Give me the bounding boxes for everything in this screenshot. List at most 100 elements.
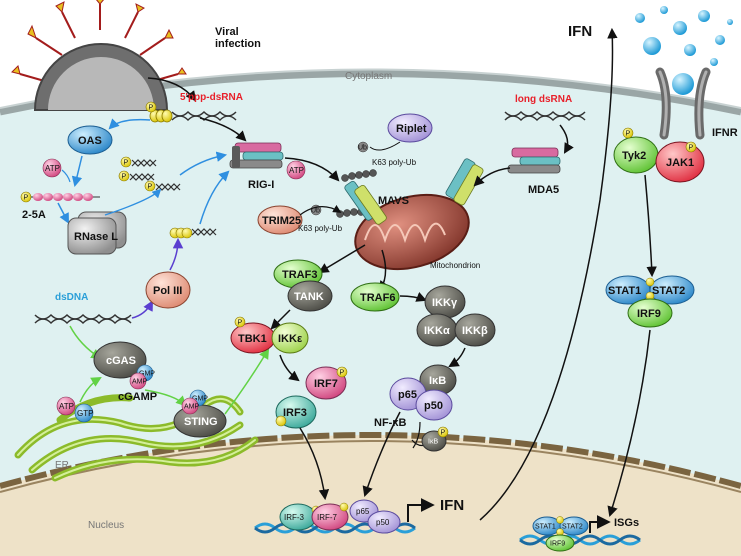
virus-particle xyxy=(11,0,187,111)
nuc-irf7-label: IRF-7 xyxy=(317,513,338,522)
ub-label-1: Ub xyxy=(358,145,367,152)
nuc-irf7 xyxy=(311,503,349,531)
ikkb-protein xyxy=(454,313,496,347)
nuc-irf9-label: IRF9 xyxy=(550,541,565,548)
tbk1-label: TBK1 xyxy=(238,333,267,345)
p-label-25a: P xyxy=(24,195,29,202)
jak1-label: JAK1 xyxy=(666,157,694,169)
isg-transcription-arrow xyxy=(589,515,611,533)
mavs-protein xyxy=(344,158,484,225)
two-five-a-label: 2-5A xyxy=(22,209,46,221)
viral-infection-line2: infection xyxy=(215,38,261,50)
nuc-p50 xyxy=(367,510,401,534)
atp-rig xyxy=(286,160,306,180)
ifn-receptor xyxy=(655,67,711,140)
trim25-protein xyxy=(257,205,303,235)
pol-iii-protein xyxy=(145,271,191,309)
atp-cgas-label: ATP xyxy=(59,402,74,411)
nuc-ifn-label: IFN xyxy=(440,497,464,514)
ikke-label: IKKε xyxy=(278,333,303,345)
nucleus-label: Nucleus xyxy=(88,520,124,531)
irf9-protein xyxy=(627,298,673,328)
trim25-label: TRIM25 xyxy=(262,215,301,227)
riplet-protein xyxy=(387,113,433,143)
rnase-l-label: RNase L xyxy=(74,231,118,243)
dsdna xyxy=(34,313,132,325)
k63-label-1: K63 poly-Ub xyxy=(372,158,417,167)
mavs-label: MAVS xyxy=(378,195,409,207)
atp-oas xyxy=(42,158,62,178)
gmp-label-1: GMP xyxy=(139,371,155,378)
rig-i-receptor xyxy=(229,142,284,169)
p-label-jak1: P xyxy=(689,145,694,152)
dsdna-label: dsDNA xyxy=(55,292,88,303)
traf3-label: TRAF3 xyxy=(282,269,317,281)
gtp-cgas-label: GTP xyxy=(77,409,93,418)
gmp-label-2: GMP xyxy=(192,396,208,403)
mitochondrion-label: Mitochondrion xyxy=(430,261,480,270)
ikb-free-label: IκB xyxy=(428,439,438,446)
amp-label-2: AMP xyxy=(184,404,200,411)
ifn-droplets xyxy=(635,6,733,95)
p-label-irf7: P xyxy=(340,370,345,377)
nfkb-label: NF-κB xyxy=(374,417,406,429)
irf9-label: IRF9 xyxy=(637,308,661,320)
stat2-label: STAT2 xyxy=(652,285,685,297)
cytoplasm-region xyxy=(0,73,741,556)
oas-label: OAS xyxy=(78,135,102,147)
er-label: ER xyxy=(55,460,69,471)
nuc-isgs-label: ISGs xyxy=(614,517,639,529)
nuc-p65-label: p65 xyxy=(356,507,370,516)
long-dsrna-label: long dsRNA xyxy=(515,94,572,105)
ifnr-label: IFNR xyxy=(712,127,738,139)
viral-infection-line1: Viral xyxy=(215,26,239,38)
irf3-label: IRF3 xyxy=(283,407,307,419)
pol-iii-rna xyxy=(169,227,217,239)
atp-rig-label: ATP xyxy=(289,166,304,175)
amp-label-1: AMP xyxy=(132,379,148,386)
p-label-tyk2: P xyxy=(626,131,631,138)
cytoplasm-label: Cytoplasm xyxy=(345,71,392,82)
mda5-label: MDA5 xyxy=(528,184,559,196)
p-label-frag2: P xyxy=(122,174,127,181)
polyub-chain-1 xyxy=(341,169,377,182)
nuc-stat2-label: STAT2 xyxy=(562,524,583,531)
ifn-top-label: IFN xyxy=(568,23,592,40)
ikb-bound-label: IκB xyxy=(429,375,446,387)
nuc-irf3-label: IRF-3 xyxy=(284,513,305,522)
k63-label-2: K63 poly-Ub xyxy=(298,224,343,233)
p-label-ikb: P xyxy=(441,430,446,437)
isg-promoter-dna xyxy=(519,534,641,546)
nuc-p50-label: p50 xyxy=(376,518,390,527)
cgamp-label: cGAMP xyxy=(118,391,157,403)
p50-label: p50 xyxy=(424,400,443,412)
cgas-label: cGAS xyxy=(106,355,136,367)
p-label-frag3: P xyxy=(148,184,153,191)
long-dsrna xyxy=(504,110,586,122)
traf6-label: TRAF6 xyxy=(360,292,395,304)
p-label-tbk1: P xyxy=(238,320,243,327)
irf7-protein xyxy=(305,366,347,400)
gtp-cgas xyxy=(74,403,94,423)
sting-label: STING xyxy=(184,416,218,428)
ikkg-label: IKKγ xyxy=(432,297,458,309)
nuc-stat1-label: STAT1 xyxy=(535,524,556,531)
ppp-dsrna xyxy=(149,109,237,123)
mda5-receptor xyxy=(507,147,561,174)
p65-label: p65 xyxy=(398,389,417,401)
nuc-stat2 xyxy=(559,516,589,536)
oas-protein xyxy=(67,125,113,155)
pol-iii-label: Pol III xyxy=(153,285,182,297)
cgas-protein xyxy=(93,341,147,379)
tank-label: TANK xyxy=(294,291,324,303)
p50-protein xyxy=(415,389,453,421)
ppp-dsrna-label: 5'ppp-dsRNA xyxy=(180,92,243,103)
rnase-l xyxy=(67,211,127,255)
nuc-irf9 xyxy=(545,534,575,552)
traf6-protein xyxy=(350,282,400,312)
rig-i-label: RIG-I xyxy=(248,179,274,191)
stat1-label: STAT1 xyxy=(608,285,641,297)
ikkb-label: IKKβ xyxy=(462,325,488,337)
p-label-ppp: P xyxy=(149,105,154,112)
